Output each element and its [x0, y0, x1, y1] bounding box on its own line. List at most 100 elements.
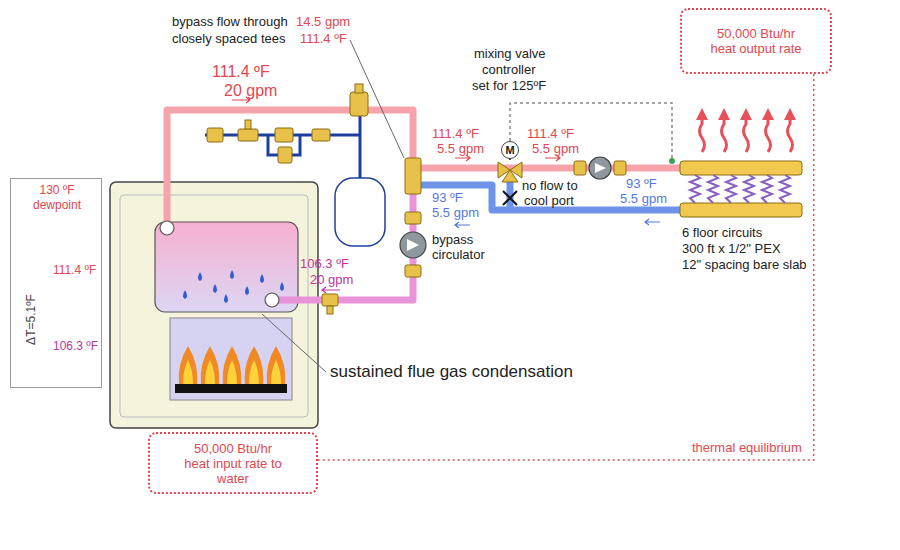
- annotation-label: 14.5 gpm: [296, 14, 350, 29]
- condensate-drop: [224, 294, 228, 303]
- annotation-label: 106.3 ºF: [300, 256, 349, 271]
- annotation-label: 111.4 ºF: [300, 31, 347, 46]
- heat-arrow: [762, 108, 774, 120]
- annotation-label: no flow to: [522, 178, 578, 193]
- boiler: [110, 182, 318, 428]
- burner-flame: [271, 360, 281, 384]
- closely-spaced-tees: [405, 158, 421, 194]
- flow-arrow: [232, 97, 660, 293]
- annotation-label: closely spaced tees: [172, 31, 285, 46]
- node-text: 111.4 ºF: [53, 263, 96, 278]
- annotation-label: 12" spacing bare slab: [682, 257, 807, 272]
- heat-arrow: [744, 118, 749, 152]
- supply-pipe: [413, 165, 680, 172]
- heat-arrow: [696, 108, 708, 120]
- air-separator: [355, 84, 363, 93]
- annotation-label: bypass: [432, 232, 473, 247]
- boiler: [110, 182, 318, 428]
- makeup-water-assembly: [205, 110, 360, 178]
- bypass-circulator: [400, 212, 426, 277]
- input-rate-box: 50,000 Btu/hr heat input rate to water: [148, 432, 318, 494]
- annotation-label: 111.4 ºF: [212, 62, 270, 81]
- return-port: [265, 293, 279, 307]
- heat-arrow: [722, 118, 727, 152]
- annotation-label: 5.5 gpm: [437, 141, 484, 156]
- burner-flame: [205, 360, 215, 384]
- heat-arrow: [718, 108, 730, 120]
- node-text: 130 ºF dewpoint: [26, 183, 88, 213]
- actuator-circle: M: [501, 141, 519, 159]
- distribution-circulator: [574, 157, 626, 179]
- node-text: 50,000 Btu/hr heat input rate to water: [181, 441, 285, 486]
- heat-arrow: [700, 118, 705, 152]
- burner-flame: [179, 346, 286, 384]
- floor-circuit: [762, 175, 772, 203]
- heat-arrow: [696, 108, 796, 152]
- boiler: [175, 384, 287, 393]
- annotation-label: 5.5 gpm: [432, 205, 479, 220]
- annotation-label: set for 125ºF: [472, 78, 546, 93]
- heat-arrow: [784, 108, 796, 120]
- burner-flame: [183, 360, 193, 384]
- floor-circuit: [690, 175, 790, 203]
- output-rate-box: 50,000 Btu/hr heat output rate: [680, 8, 832, 74]
- makeup-water-assembly: [278, 147, 292, 163]
- condensate-drop: [213, 284, 217, 293]
- flow-arrow: [645, 219, 660, 225]
- connector-label: thermal equilibrium: [690, 440, 804, 455]
- makeup-water-assembly: [245, 120, 251, 129]
- floor-circuit: [690, 175, 700, 203]
- annotation-label: sustained flue gas condensation: [330, 362, 573, 382]
- makeup-water-assembly: [207, 128, 223, 142]
- condensate-drop: [260, 274, 264, 283]
- heat-arrow: [740, 108, 752, 120]
- annotation-label: 20 gpm: [224, 81, 277, 100]
- burner-flame: [201, 346, 220, 384]
- air-separator: [350, 84, 368, 116]
- burner-flame: [179, 346, 198, 384]
- makeup-water-assembly: [205, 110, 385, 246]
- controller-wire: [510, 103, 672, 158]
- flow-arrow: [322, 287, 340, 293]
- equilibrium-connector: [318, 74, 814, 460]
- condensate-drop: [230, 270, 234, 279]
- manifold: [680, 161, 802, 175]
- annotation-label: controller: [482, 62, 535, 77]
- manifold: [680, 161, 802, 217]
- annotation-label: 6 floor circuits: [682, 225, 762, 240]
- air-separator: [350, 92, 368, 116]
- makeup-water-assembly: [335, 178, 385, 246]
- floor-circuit: [744, 175, 754, 203]
- boiler: [120, 195, 308, 417]
- annotation-label: 5.5 gpm: [620, 191, 667, 206]
- controller-wire: [669, 158, 675, 164]
- supply-port: [160, 221, 174, 235]
- mixing-valve: [498, 162, 522, 182]
- floor-circuit: [708, 175, 718, 203]
- annotation-label: 93 ºF: [432, 190, 463, 205]
- node-text: 106.3 ºF: [53, 339, 98, 354]
- node-text: 50,000 Btu/hr heat output rate: [704, 26, 808, 56]
- annotation-label: bypass flow through: [172, 14, 288, 29]
- condensate-drop: [183, 290, 187, 299]
- annotation-label: 300 ft x 1/2" PEX: [682, 241, 781, 256]
- annotation-label: 5.5 gpm: [532, 141, 579, 156]
- closely-spaced-tees: [405, 158, 421, 194]
- node-text: M: [505, 144, 514, 156]
- burner-flame: [267, 346, 286, 384]
- annotation-label: circulator: [432, 247, 485, 262]
- flow-arrow: [455, 222, 470, 228]
- distribution-circulator: [589, 157, 611, 179]
- burner-flame: [249, 360, 259, 384]
- bypass-circulator: [407, 239, 419, 251]
- leader-line: [262, 40, 404, 372]
- burner-flame: [245, 346, 264, 384]
- burner-flame: [223, 346, 242, 384]
- return-pipe: [272, 178, 680, 300]
- makeup-water-assembly: [312, 129, 330, 141]
- distribution-circulator: [614, 161, 626, 175]
- controller-wire: [510, 103, 675, 164]
